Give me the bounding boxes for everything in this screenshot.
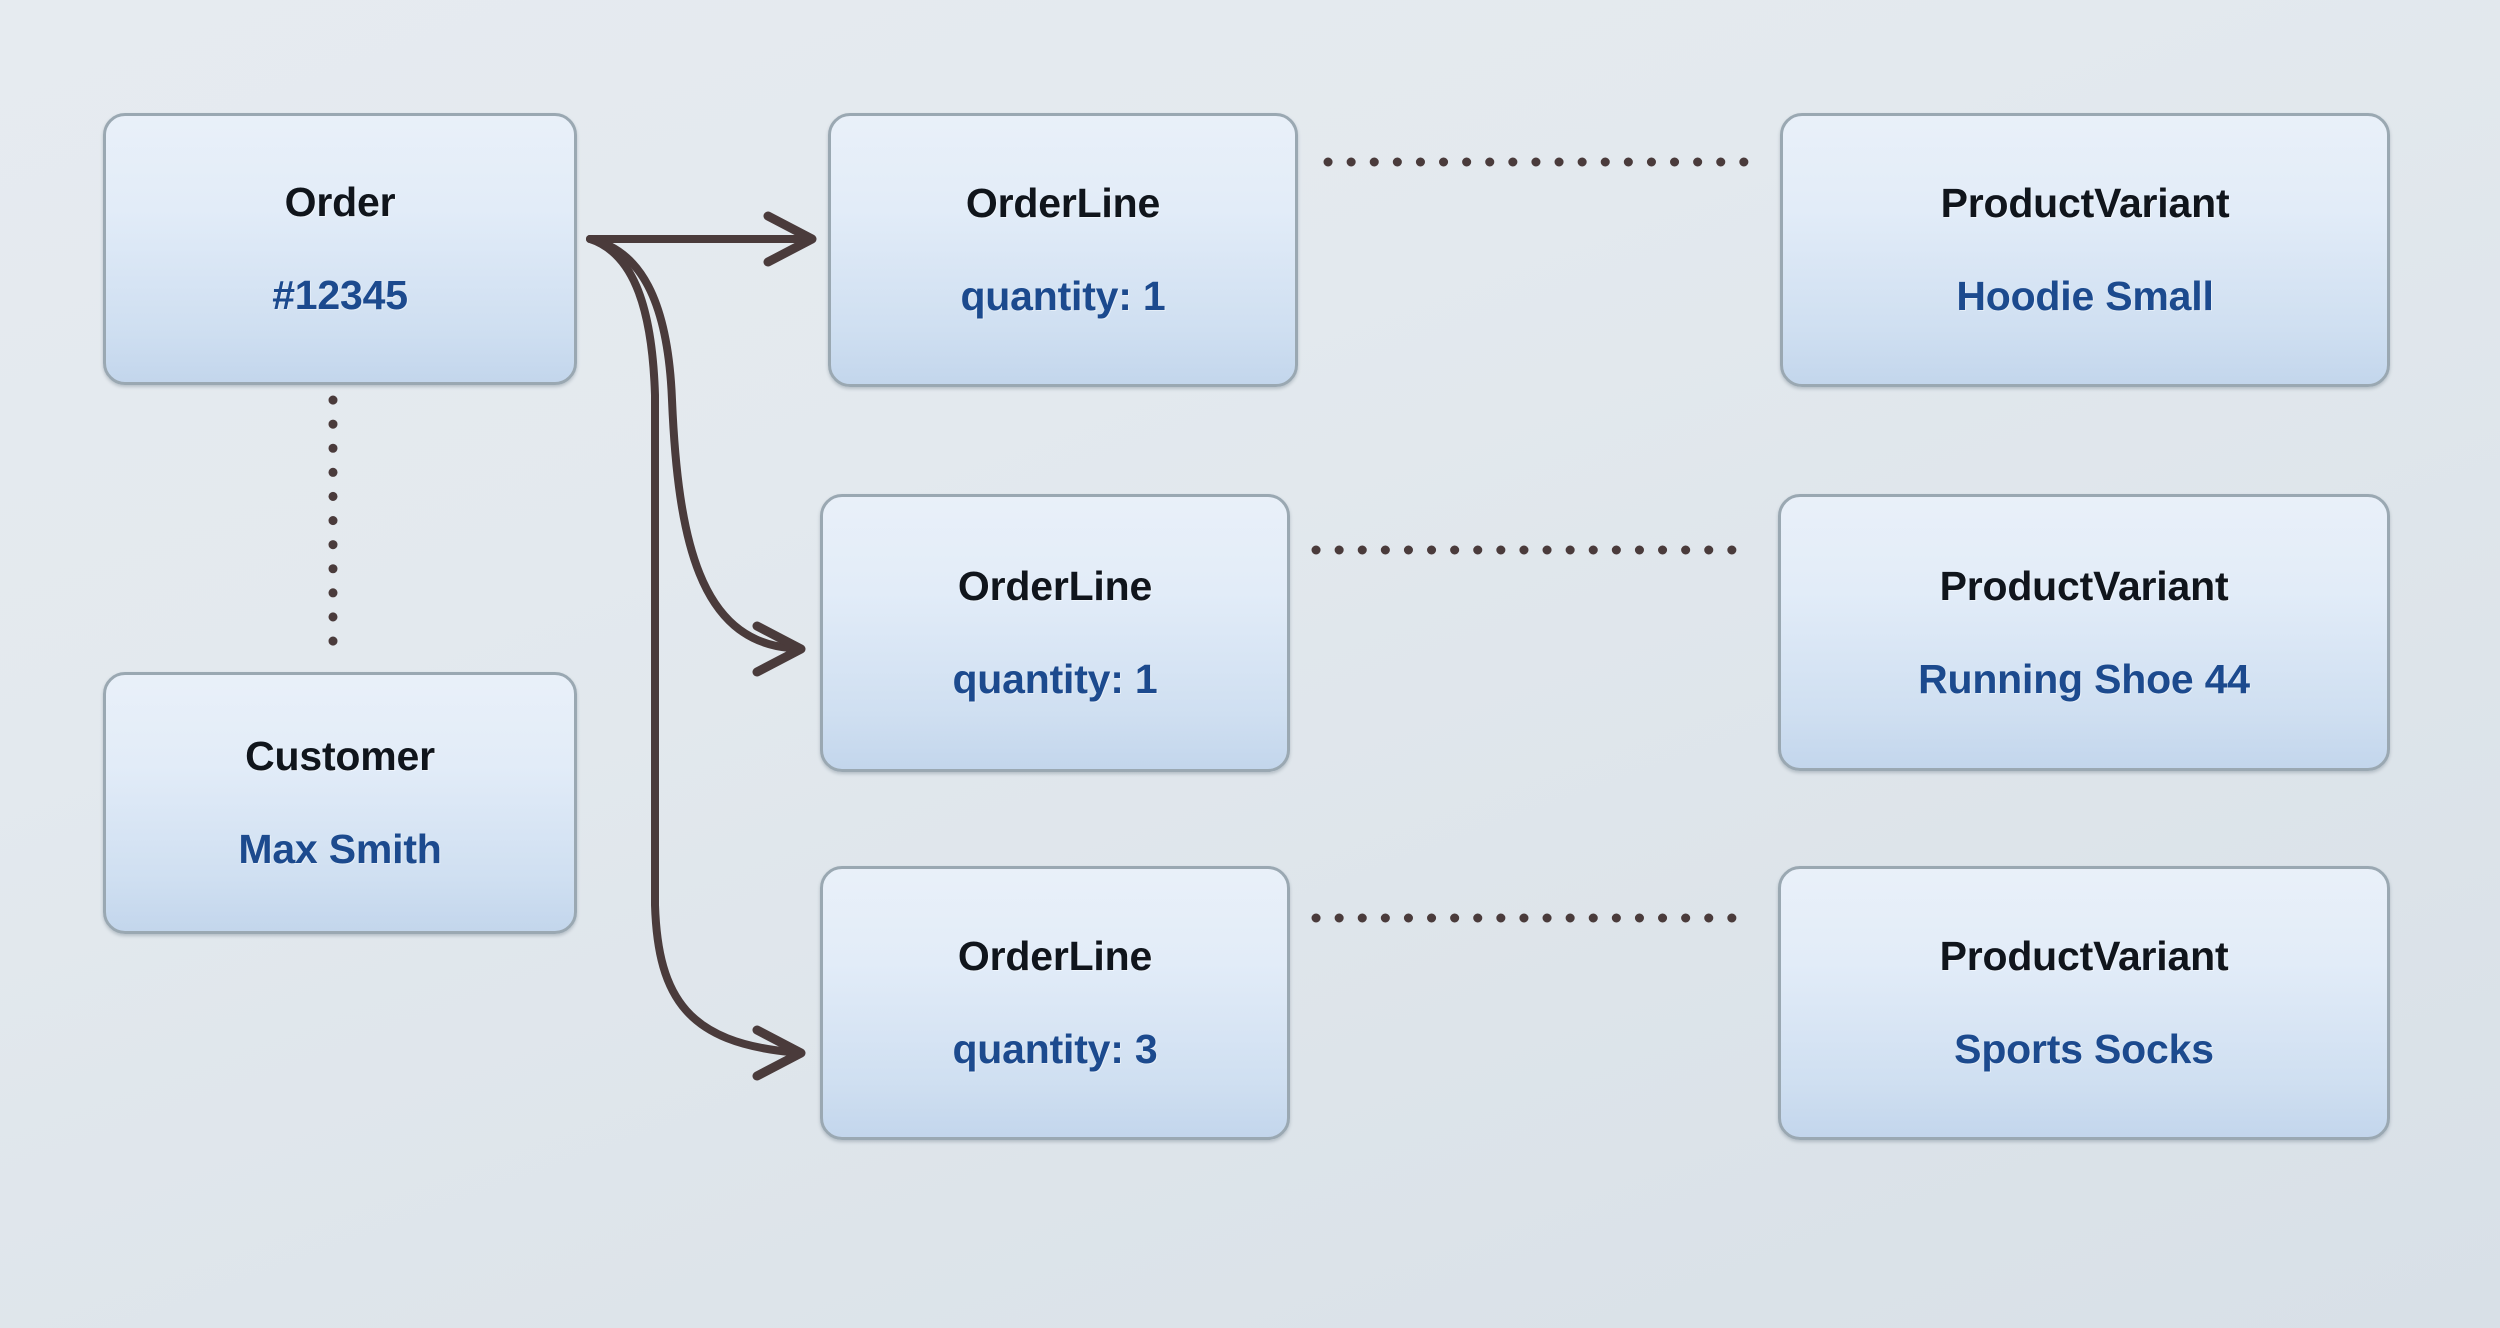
node-orderline-3-title: OrderLine — [957, 933, 1153, 979]
node-product-variant-1[interactable]: ProductVariant Hoodie Small — [1780, 113, 2390, 387]
node-customer-subtitle: Max Smith — [238, 826, 442, 872]
node-orderline-3-subtitle: quantity: 3 — [952, 1026, 1158, 1072]
node-product-variant-3-title: ProductVariant — [1939, 933, 2229, 979]
node-product-variant-3[interactable]: ProductVariant Sports Socks — [1778, 866, 2390, 1140]
edge-order-to-orderline-3 — [586, 235, 806, 1081]
node-product-variant-2[interactable]: ProductVariant Running Shoe 44 — [1778, 494, 2390, 771]
node-orderline-1[interactable]: OrderLine quantity: 1 — [828, 113, 1298, 387]
node-order[interactable]: Order #12345 — [103, 113, 577, 385]
node-customer[interactable]: Customer Max Smith — [103, 672, 577, 934]
node-orderline-3[interactable]: OrderLine quantity: 3 — [820, 866, 1290, 1140]
node-product-variant-2-subtitle: Running Shoe 44 — [1918, 655, 2250, 702]
node-orderline-2-title: OrderLine — [957, 563, 1153, 609]
node-orderline-2[interactable]: OrderLine quantity: 1 — [820, 494, 1290, 772]
node-product-variant-2-title: ProductVariant — [1939, 562, 2229, 609]
node-product-variant-3-subtitle: Sports Socks — [1954, 1026, 2214, 1072]
node-product-variant-1-title: ProductVariant — [1940, 180, 2230, 226]
node-customer-title: Customer — [245, 733, 435, 779]
node-order-subtitle: #12345 — [272, 272, 408, 318]
node-product-variant-1-subtitle: Hoodie Small — [1956, 273, 2214, 319]
edge-order-to-orderline-2 — [586, 235, 806, 677]
node-orderline-2-subtitle: quantity: 1 — [952, 656, 1158, 702]
edge-order-to-orderline-1 — [586, 211, 817, 267]
node-orderline-1-subtitle: quantity: 1 — [960, 273, 1166, 319]
node-orderline-1-title: OrderLine — [965, 180, 1161, 226]
node-order-title: Order — [284, 179, 396, 225]
